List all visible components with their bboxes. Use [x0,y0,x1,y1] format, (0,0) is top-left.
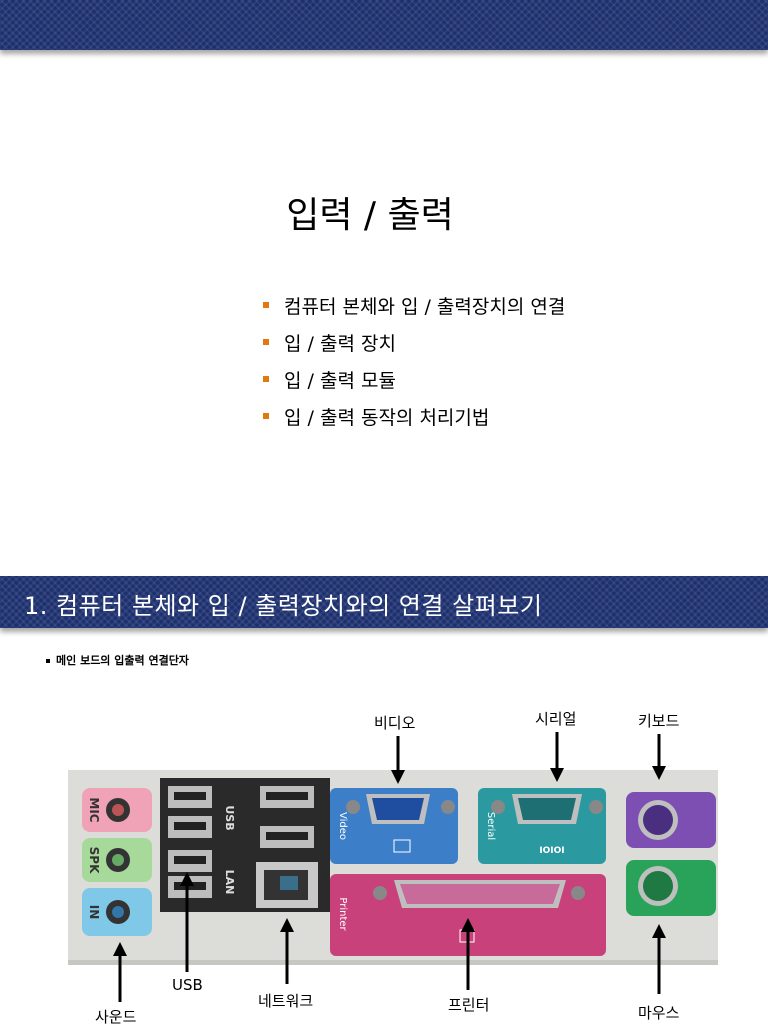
bullet-list: 컴퓨터 본체와 입 / 출력장치의 연결 입 / 출력 장치 입 / 출력 모듈… [262,292,565,440]
bullet-text: 입 / 출력 동작의 처리기법 [284,407,490,429]
lan-panel-label: LAN [223,870,236,895]
printer-panel-label: Printer [337,897,348,931]
slide-title: 입력 / 출력 [286,195,454,236]
sound-arrow-icon [113,942,127,1002]
spk-port-label: SPK [87,847,101,874]
mouse-arrow-icon [652,924,666,994]
video-panel-label: Video [337,812,348,840]
printer-arrow-icon [461,918,475,990]
sub-bullet-text: 메인 보드의 입출력 연결단자 [56,654,189,667]
serial-icon-label: IOIOI [539,846,564,856]
video-arrow-icon [391,736,405,784]
serial-arrow-icon [550,732,564,782]
usb-label: USB [172,976,203,994]
section-title: 1. 컴퓨터 본체와 입 / 출력장치와의 연결 살펴보기 [24,592,543,620]
top-header-band [0,0,768,50]
usb-panel-label: USB [223,805,236,830]
mic-port-label: MIC [87,797,101,822]
video-port: Video [330,788,458,864]
usb-arrow-icon [180,872,194,972]
section-header-band: 1. 컴퓨터 본체와 입 / 출력장치와의 연결 살펴보기 [0,576,768,628]
io-panel-photo: MIC SPK IN USB LAN [68,700,718,965]
bullet-square-icon [263,302,269,308]
bullet-item: 컴퓨터 본체와 입 / 출력장치의 연결 [262,292,565,329]
keyboard-arrow-icon [652,734,666,780]
serial-panel-label: Serial [485,812,496,840]
bullet-square-icon [263,376,269,382]
bullet-square-icon [263,413,269,419]
spk-port: SPK [82,838,152,882]
bullet-item: 입 / 출력 동작의 처리기법 [262,403,565,440]
in-port-label: IN [87,905,101,920]
bullet-item: 입 / 출력 장치 [262,329,565,366]
network-label: 네트워크 [258,992,314,1010]
mic-port: MIC [82,788,152,832]
keyboard-port [626,792,716,848]
network-arrow-icon [280,918,294,984]
printer-label: 프린터 [448,996,490,1014]
printer-port: Printer [330,874,606,956]
keyboard-label: 키보드 [638,712,680,730]
serial-label: 시리얼 [535,710,577,728]
video-label: 비디오 [374,714,416,732]
sub-bullet: 메인 보드의 입출력 연결단자 [46,652,189,668]
bullet-text: 입 / 출력 모듈 [284,370,396,392]
bullet-item: 입 / 출력 모듈 [262,366,565,403]
serial-port: IOIOI Serial [478,788,606,864]
bullet-text: 컴퓨터 본체와 입 / 출력장치의 연결 [284,296,566,318]
mouse-port [626,860,716,916]
photo-top-background [68,700,718,770]
line-in-port: IN [82,888,152,936]
bullet-square-icon [263,339,269,345]
bullet-text: 입 / 출력 장치 [284,333,396,355]
mouse-label: 마우스 [638,1004,680,1022]
sub-bullet-square-icon [46,659,50,663]
sound-label: 사운드 [95,1008,137,1026]
